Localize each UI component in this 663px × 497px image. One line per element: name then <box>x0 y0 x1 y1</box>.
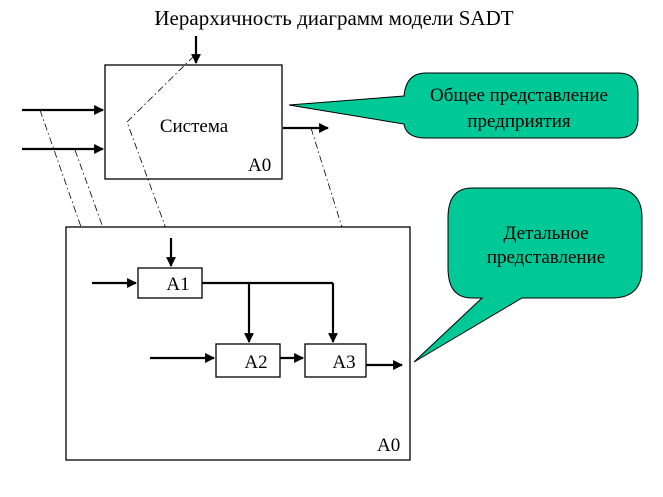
system-box-code: A0 <box>248 155 271 176</box>
node-a1-label: A1 <box>166 274 189 295</box>
callout-general-line2: предприятия <box>467 111 571 132</box>
node-a3-label: A3 <box>332 352 355 373</box>
callout-general-line1: Общее представление <box>430 85 608 106</box>
node-a1 <box>137 267 203 299</box>
diagram-title: Иерархичность диаграмм модели SADT <box>154 6 513 30</box>
system-box-label: Система <box>160 116 229 137</box>
callout-detailed-view <box>413 187 643 363</box>
system-box <box>104 64 283 180</box>
detail-box-code: A0 <box>377 435 400 456</box>
callout-detailed-line1: Детальное <box>503 223 588 244</box>
projection-line-control <box>126 55 195 246</box>
callout-detailed-line2: представление <box>487 247 605 268</box>
node-a2-label: A2 <box>244 352 267 373</box>
node-a2 <box>215 343 281 378</box>
callout-general-view <box>288 72 639 139</box>
node-a3 <box>304 343 367 378</box>
